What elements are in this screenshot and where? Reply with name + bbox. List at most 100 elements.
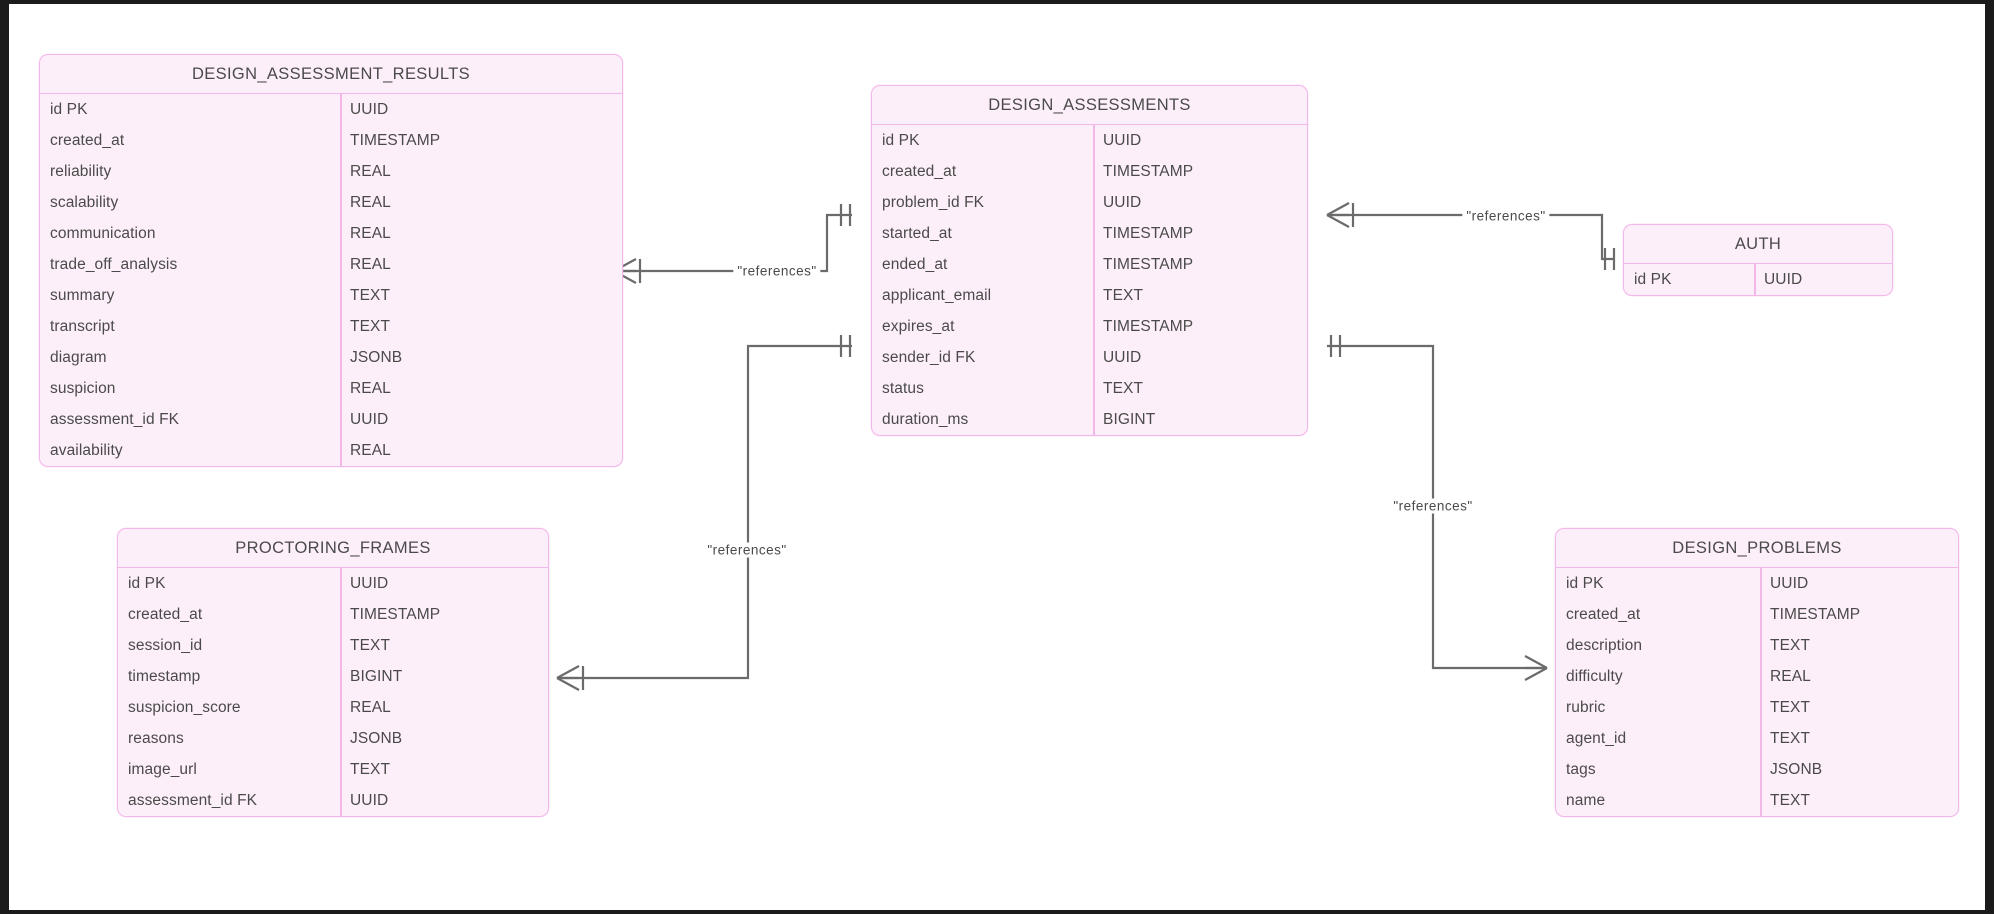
attribute-row[interactable]: session_id TEXT xyxy=(118,630,548,661)
attribute-type: REAL xyxy=(350,255,391,273)
attribute-name: id PK xyxy=(128,574,166,592)
attribute-name: suspicion_score xyxy=(128,698,241,716)
attribute-type: TEXT xyxy=(1770,698,1811,716)
attribute-name: image_url xyxy=(128,760,197,778)
attribute-row[interactable]: scalability REAL xyxy=(40,187,622,218)
attribute-name: name xyxy=(1566,791,1606,809)
attribute-type: UUID xyxy=(350,410,389,428)
attribute-type: REAL xyxy=(350,162,391,180)
entity-title: AUTH xyxy=(1624,225,1892,264)
attribute-name: trade_off_analysis xyxy=(50,255,178,273)
attribute-row[interactable]: reliability REAL xyxy=(40,156,622,187)
attribute-row[interactable]: description TEXT xyxy=(1556,630,1958,661)
entity-title: DESIGN_PROBLEMS xyxy=(1556,529,1958,568)
attribute-type: UUID xyxy=(1103,131,1142,149)
attribute-type: UUID xyxy=(350,100,389,118)
attribute-name: duration_ms xyxy=(882,410,969,428)
attribute-row[interactable]: id PK UUID xyxy=(872,125,1307,156)
attribute-row[interactable]: diagram JSONB xyxy=(40,342,622,373)
attribute-type: UUID xyxy=(1770,574,1809,592)
attribute-name: diagram xyxy=(50,348,107,366)
attribute-type: TEXT xyxy=(350,636,391,654)
attribute-name: session_id xyxy=(128,636,203,654)
attribute-type: TIMESTAMP xyxy=(1103,255,1194,273)
attribute-name: created_at xyxy=(1566,605,1641,623)
attribute-type: JSONB xyxy=(1770,760,1823,778)
attribute-type: BIGINT xyxy=(1103,410,1156,428)
attribute-name: ended_at xyxy=(882,255,948,273)
attribute-name: description xyxy=(1566,636,1643,654)
attribute-name: tags xyxy=(1566,760,1596,778)
attribute-row[interactable]: trade_off_analysis REAL xyxy=(40,249,622,280)
entity-title: DESIGN_ASSESSMENT_RESULTS xyxy=(40,55,622,94)
relationship-label: "references" xyxy=(1462,208,1550,224)
attribute-name: sender_id FK xyxy=(882,348,976,366)
attribute-type: UUID xyxy=(1764,270,1803,288)
attribute-name: scalability xyxy=(50,193,119,211)
one-and-only-one-marker xyxy=(839,204,852,226)
crowsfoot-marker-many xyxy=(556,665,585,691)
attribute-row[interactable]: duration_ms BIGINT xyxy=(872,404,1307,435)
relationship-label: "references" xyxy=(1389,498,1477,514)
attribute-name: reliability xyxy=(50,162,112,180)
attribute-type: TEXT xyxy=(350,317,391,335)
attribute-row[interactable]: rubric TEXT xyxy=(1556,692,1958,723)
attribute-row[interactable]: ended_at TIMESTAMP xyxy=(872,249,1307,280)
attribute-type: REAL xyxy=(350,193,391,211)
attribute-name: rubric xyxy=(1566,698,1606,716)
attribute-type: TEXT xyxy=(1103,286,1144,304)
attribute-name: expires_at xyxy=(882,317,955,335)
attribute-name: started_at xyxy=(882,224,952,242)
one-and-only-one-marker xyxy=(1603,248,1616,270)
attribute-type: REAL xyxy=(350,379,391,397)
attribute-type: TEXT xyxy=(1770,636,1811,654)
attribute-name: assessment_id FK xyxy=(128,791,258,809)
attribute-name: summary xyxy=(50,286,115,304)
crowsfoot-marker-many xyxy=(1524,655,1548,681)
entity-title: PROCTORING_FRAMES xyxy=(118,529,548,568)
attribute-row[interactable]: tags JSONB xyxy=(1556,754,1958,785)
attribute-type: JSONB xyxy=(350,348,403,366)
attribute-name: availability xyxy=(50,441,123,459)
attribute-name: id PK xyxy=(882,131,920,149)
attribute-name: timestamp xyxy=(128,667,201,685)
column-divider xyxy=(1760,567,1762,816)
attribute-name: created_at xyxy=(50,131,125,149)
